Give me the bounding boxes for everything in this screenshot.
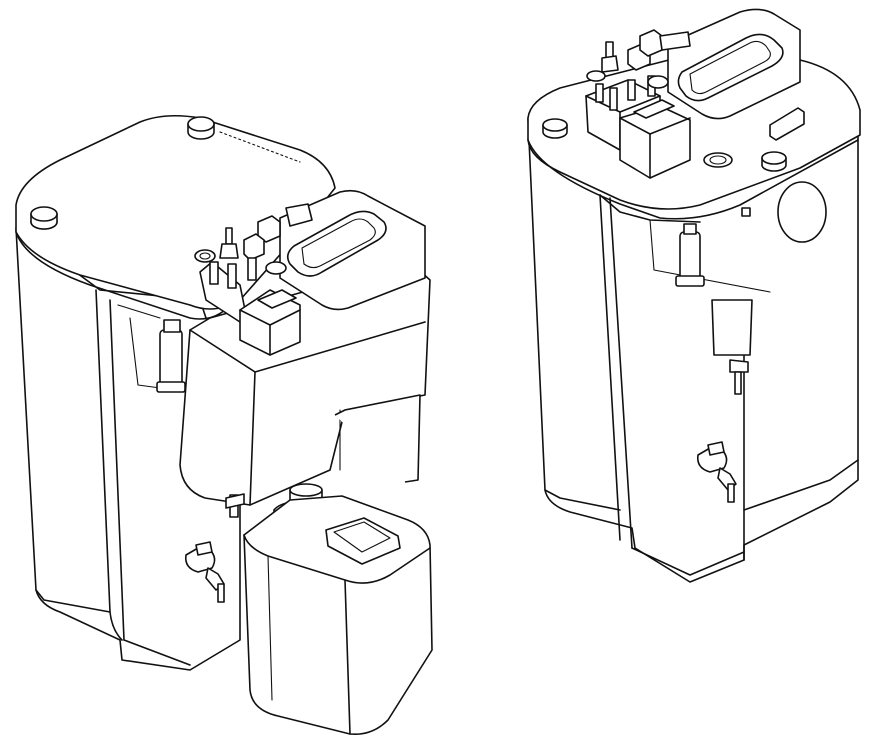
left-fittings (194, 203, 313, 289)
left-knob-back (187, 116, 215, 140)
collection-canister (243, 495, 433, 736)
right-housing (527, 117, 859, 583)
left-filter-cap (279, 189, 426, 311)
left-filter-column (156, 319, 186, 393)
right-fitting-block (585, 79, 691, 179)
right-ring-port (703, 152, 733, 168)
right-filter-column (675, 207, 751, 287)
left-fitting-block (199, 261, 301, 356)
right-fittings (586, 29, 691, 111)
right-filter-cap (667, 8, 801, 120)
left-knob-front (30, 206, 58, 230)
unit-with-canister (15, 114, 433, 736)
right-drain-channel (711, 299, 753, 395)
right-knob-left (542, 118, 568, 139)
unit-standalone (527, 8, 861, 583)
left-drain-nozzle (225, 493, 245, 518)
right-sight-window (777, 181, 827, 243)
left-drain-valve (184, 541, 225, 603)
right-knob-right (761, 151, 787, 172)
right-drain-valve (696, 441, 737, 503)
right-slot (769, 107, 805, 141)
